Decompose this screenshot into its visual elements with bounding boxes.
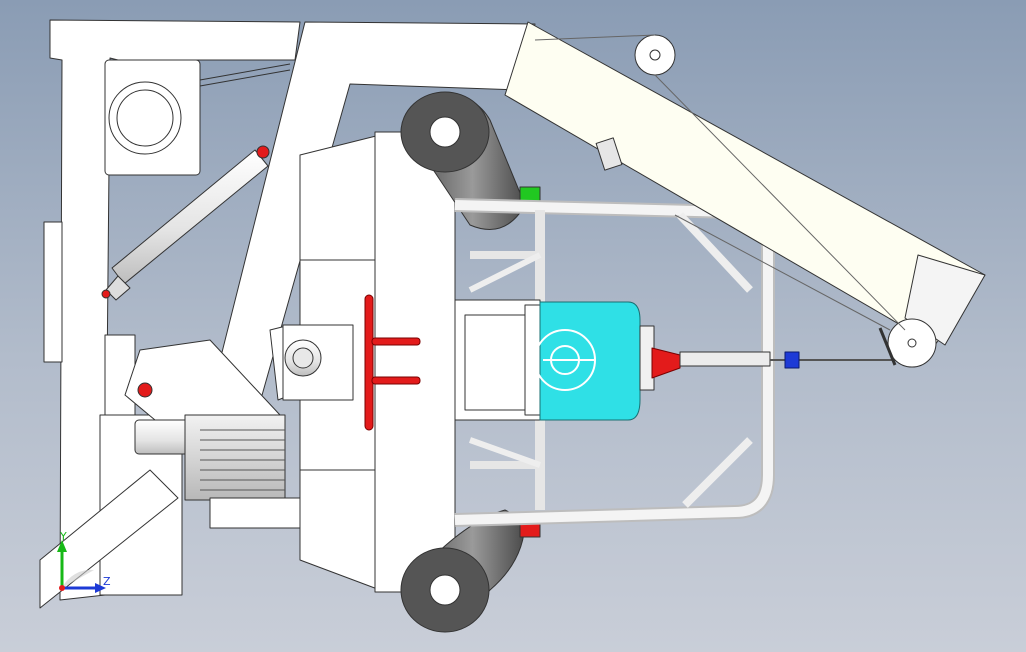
- output-shaft: [651, 347, 900, 379]
- hydraulic-cylinder: [101, 145, 270, 301]
- lower-tyre: [400, 509, 526, 633]
- z-axis-label: Z: [103, 575, 111, 588]
- top-pulley: [634, 34, 676, 76]
- red-handwheel[interactable]: [364, 294, 421, 431]
- origin-dot: [59, 585, 65, 591]
- pivot-lever: [124, 324, 299, 426]
- drum-housing: [282, 131, 456, 593]
- y-axis-label: Y: [59, 530, 67, 543]
- end-pulley: [878, 318, 937, 368]
- gearbox: [454, 299, 541, 421]
- cyan-pump: [534, 301, 655, 421]
- left-frame: [39, 19, 301, 609]
- boom: [504, 21, 986, 346]
- axis-triad: Y Z: [57, 530, 111, 593]
- upper-tyre: [400, 91, 526, 230]
- cables: [534, 34, 906, 331]
